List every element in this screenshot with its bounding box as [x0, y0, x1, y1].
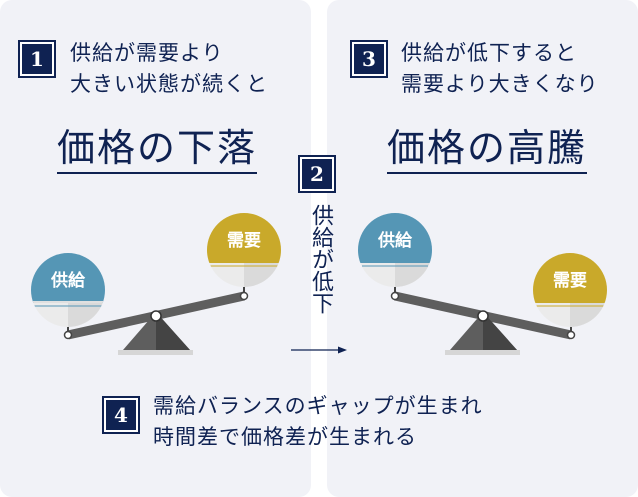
step-1-line-2: 大きい状態が続くと — [70, 72, 268, 96]
left-scale: 供給 需要 — [31, 213, 281, 355]
step-3-badge: 3 — [350, 40, 388, 78]
price-rise-title: 価格の高騰 — [387, 126, 588, 174]
price-fall-title: 価格の下落 — [57, 126, 258, 174]
step-4-text: 需給バランスのギャップが生まれ 時間差で価格差が生まれる — [153, 391, 483, 453]
base-plate — [445, 350, 520, 355]
demand-label: 需要 — [227, 231, 261, 251]
demand-label: 需要 — [553, 271, 587, 291]
step-2-strip: 供給が低下 — [308, 200, 333, 370]
supply-label: 供給 — [50, 270, 86, 291]
supply-label: 供給 — [377, 230, 413, 251]
step-1-text: 供給が需要より 大きい状態が続くと — [70, 38, 268, 100]
step-3-line-1: 供給が低下すると — [401, 41, 577, 65]
step-4-line-2: 時間差で価格差が生まれる — [153, 425, 417, 449]
right-scale: 供給 需要 — [358, 213, 607, 355]
step-4-badge: 4 — [102, 396, 140, 434]
step-3-line-2: 需要より大きくなり — [401, 72, 599, 96]
step-1-line-1: 供給が需要より — [70, 41, 224, 65]
base-plate — [118, 350, 193, 355]
step-3-text: 供給が低下すると 需要より大きくなり — [401, 38, 599, 100]
step-2-text: 供給が低下 — [308, 204, 333, 314]
step-4-line-1: 需給バランスのギャップが生まれ — [153, 394, 483, 418]
step-2-badge: 2 — [298, 155, 336, 193]
step-1-badge: 1 — [18, 40, 56, 78]
demand-bowl — [207, 213, 281, 287]
